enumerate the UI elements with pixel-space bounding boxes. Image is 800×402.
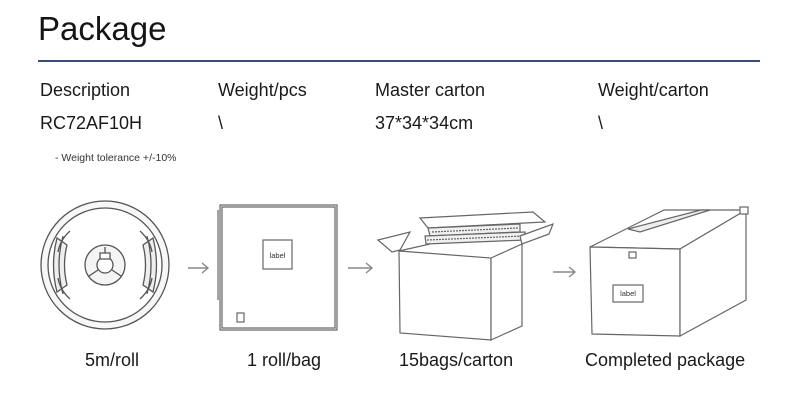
value-master-carton: 37*34*34cm [375, 113, 474, 133]
weight-tolerance-note: - Weight tolerance +/-10% [55, 152, 177, 164]
arrow-right-icon [553, 266, 577, 278]
title-divider [38, 60, 760, 62]
page-title: Package [38, 10, 167, 47]
header-weight-carton: Weight/carton [598, 80, 709, 100]
caption-bag: 1 roll/bag [247, 350, 322, 370]
bag-label-text: label [270, 251, 286, 260]
value-weight-pcs: \ [218, 113, 224, 133]
caption-completed-package: Completed package [585, 350, 746, 370]
caption-carton: 15bags/carton [399, 350, 514, 370]
header-description: Description [40, 80, 131, 100]
carton-label-text: label [620, 289, 636, 298]
reel-icon [40, 200, 170, 330]
bag-icon [217, 204, 338, 331]
sealed-carton-icon [589, 206, 749, 338]
value-description: RC72AF10H [40, 113, 143, 133]
arrow-right-icon [348, 262, 374, 274]
open-carton-icon [376, 211, 555, 341]
header-master-carton: Master carton [375, 80, 486, 100]
value-weight-carton: \ [598, 113, 604, 133]
arrow-right-icon [188, 262, 210, 274]
header-weight-pcs: Weight/pcs [218, 80, 307, 100]
caption-roll: 5m/roll [85, 350, 140, 370]
